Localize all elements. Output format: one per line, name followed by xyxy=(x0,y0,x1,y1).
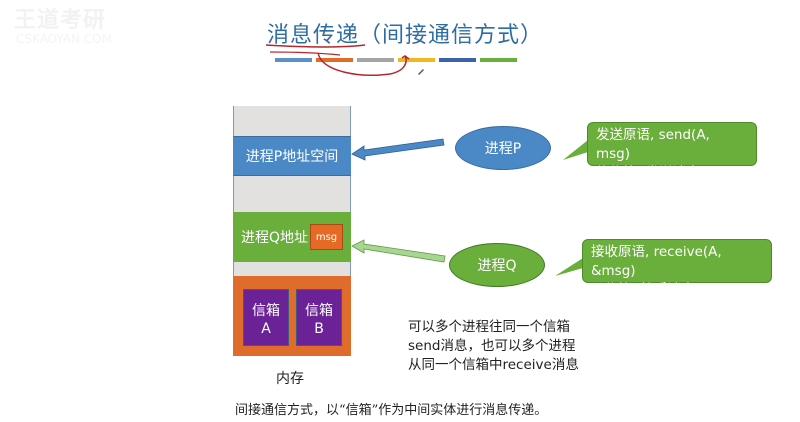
caption: 间接通信方式，以“信箱”作为中间实体进行消息传递。 xyxy=(235,403,548,418)
decor-bar-3 xyxy=(398,58,435,62)
callout-p-line-1: 发送原语, send(A, msg) xyxy=(596,127,710,162)
decor-bar-1 xyxy=(316,58,353,62)
callout-q-line-2: 从信箱A接受消息 xyxy=(591,282,695,298)
note-line-1: 可以多个进程往同一个信箱 xyxy=(408,319,570,335)
msg-buffer: msg xyxy=(310,224,343,250)
mailbox-a: 信箱 A xyxy=(243,289,289,346)
mailbox-a-name: 信箱 xyxy=(252,303,280,319)
watermark-subtitle: CSKAOYAN.COM xyxy=(16,32,113,46)
mailbox-b-id: B xyxy=(314,321,324,337)
mailbox-b-name: 信箱 xyxy=(305,303,333,319)
pen-cursor-icon xyxy=(418,69,424,75)
send-primitive-callout: 发送原语, send(A, msg) 往信箱A发送消息 msg xyxy=(587,122,757,181)
callout-p-pointer xyxy=(563,140,588,160)
title-sub: （间接通信方式） xyxy=(359,23,544,48)
memory-label: 内存 xyxy=(276,371,304,387)
callout-p-line-2: 往信箱A发送消息 msg xyxy=(596,165,733,181)
underline-stroke-2 xyxy=(269,51,341,56)
watermark-logo: 王道考研 xyxy=(14,8,107,33)
callout-q-pointer xyxy=(555,258,583,276)
title-main: 消息传递 xyxy=(267,23,360,48)
receive-primitive-callout: 接收原语, receive(A, &msg) 从信箱A接受消息 xyxy=(582,239,772,298)
mailbox-a-id: A xyxy=(261,321,271,337)
process-p-node: 进程P xyxy=(455,126,551,170)
process-q-node: 进程Q xyxy=(449,243,545,287)
decor-bar-0 xyxy=(275,58,312,62)
curve-arrow xyxy=(317,52,410,76)
explanation-note: 可以多个进程往同一个信箱 send消息，也可以多个进程 从同一个信箱中recei… xyxy=(408,318,579,375)
underline-stroke xyxy=(265,44,366,48)
decor-bar-4 xyxy=(439,58,476,62)
mailbox-b: 信箱 B xyxy=(296,289,342,346)
decor-bar-2 xyxy=(357,58,394,62)
arrow-q-to-memory xyxy=(351,239,446,263)
page-title: 消息传递（间接通信方式） xyxy=(267,17,543,49)
decor-bar-5 xyxy=(480,58,517,62)
process-p-address-space: 进程P地址空间 xyxy=(233,136,351,176)
callout-q-line-1: 接收原语, receive(A, &msg) xyxy=(591,244,722,279)
note-line-2: send消息，也可以多个进程 xyxy=(408,338,576,354)
arrow-p-to-memory xyxy=(351,138,445,161)
note-line-3: 从同一个信箱中receive消息 xyxy=(408,357,579,373)
